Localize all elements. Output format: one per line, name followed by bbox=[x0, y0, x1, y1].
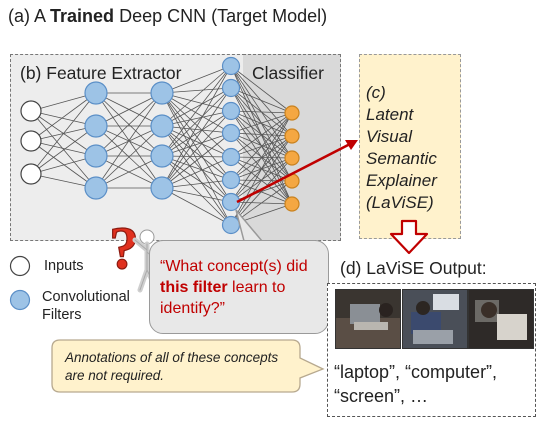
connection-line bbox=[230, 132, 293, 137]
svg-text:?: ? bbox=[109, 215, 139, 281]
connection-line bbox=[30, 125, 97, 175]
connection-line bbox=[230, 112, 293, 203]
connection-line bbox=[161, 132, 232, 189]
connection-line bbox=[161, 156, 232, 189]
conv-node bbox=[221, 56, 241, 76]
connection-line bbox=[161, 132, 232, 157]
output-label: (d) LaViSE Output: bbox=[340, 258, 487, 278]
conv-node bbox=[221, 215, 241, 235]
conv-node bbox=[221, 123, 241, 143]
connection-line bbox=[161, 155, 232, 181]
connection-line bbox=[161, 125, 232, 203]
question-bubble bbox=[149, 240, 329, 334]
connection-line bbox=[230, 112, 293, 158]
thinking-figure-icon: ? bbox=[108, 214, 161, 293]
connection-line bbox=[161, 92, 232, 134]
connection-line bbox=[161, 92, 232, 226]
feature-extractor-label: (b) Feature Extractor bbox=[20, 63, 182, 83]
class-node bbox=[284, 128, 300, 144]
output-image-2 bbox=[402, 289, 468, 349]
connection-line bbox=[95, 155, 163, 189]
legend-conv-circle bbox=[9, 289, 31, 311]
conv-node bbox=[150, 81, 174, 105]
legend-input-circle bbox=[9, 255, 31, 277]
connection-line bbox=[161, 125, 232, 226]
connection-line bbox=[30, 140, 97, 189]
connection-line bbox=[30, 92, 97, 142]
input-node bbox=[20, 130, 42, 152]
connection-line bbox=[161, 110, 232, 189]
connection-line bbox=[161, 87, 232, 189]
conv-node bbox=[84, 114, 108, 138]
class-node bbox=[284, 150, 300, 166]
legend-inputs-label: Inputs bbox=[44, 258, 84, 274]
connection-line bbox=[230, 112, 293, 134]
output-image-3 bbox=[468, 289, 534, 349]
note-callout bbox=[51, 339, 325, 393]
connection-line bbox=[161, 87, 232, 157]
input-node bbox=[20, 163, 42, 185]
connection-line bbox=[230, 87, 293, 114]
connection-line bbox=[161, 65, 232, 157]
lavise-explainer-label: (c) Latent Visual Semantic Explainer (La… bbox=[366, 83, 437, 212]
connection-line bbox=[161, 92, 232, 203]
conv-node bbox=[84, 176, 108, 200]
down-arrow bbox=[389, 219, 429, 255]
legend-conv-label: Convolutional Filters bbox=[42, 289, 130, 323]
connection-line bbox=[95, 92, 163, 157]
connection-line bbox=[230, 157, 293, 226]
connection-line bbox=[161, 92, 232, 112]
conv-node bbox=[150, 114, 174, 138]
connection-line bbox=[161, 65, 232, 189]
connection-line bbox=[161, 125, 232, 181]
connection-line bbox=[230, 110, 293, 114]
feature-extractor-region bbox=[10, 54, 245, 241]
connection-line bbox=[95, 125, 163, 189]
classifier-label: Classifier bbox=[252, 63, 324, 83]
connection-line bbox=[230, 65, 293, 114]
output-image-1 bbox=[335, 289, 401, 349]
connection-line bbox=[161, 92, 232, 181]
filter-to-lavise-arrow bbox=[236, 140, 358, 204]
conv-node bbox=[221, 101, 241, 121]
conv-node bbox=[221, 78, 241, 98]
diagram-title: (a) A Trained Deep CNN (Target Model) bbox=[8, 6, 328, 26]
connection-line bbox=[161, 125, 232, 158]
connection-line bbox=[161, 187, 232, 203]
class-node bbox=[284, 196, 300, 212]
lavise-explainer-box bbox=[359, 54, 461, 239]
connection-line bbox=[230, 132, 293, 159]
conv-node bbox=[150, 176, 174, 200]
class-node bbox=[284, 105, 300, 121]
output-words: “laptop”, “computer”, “screen”, … bbox=[334, 362, 498, 406]
connection-line bbox=[230, 112, 293, 181]
connection-line bbox=[30, 92, 97, 175]
network-nodes bbox=[20, 56, 300, 235]
connection-line bbox=[230, 135, 293, 226]
connection-line bbox=[161, 65, 232, 127]
connection-line bbox=[161, 110, 232, 157]
question-bubble-tail bbox=[235, 209, 264, 242]
connection-line bbox=[95, 92, 163, 189]
connection-line bbox=[161, 65, 232, 94]
note-text: Annotations of all of these concepts are… bbox=[65, 350, 279, 383]
conv-node bbox=[84, 144, 108, 168]
conv-node bbox=[221, 192, 241, 212]
connection-line bbox=[161, 110, 232, 127]
connection-line bbox=[161, 92, 232, 158]
conv-node bbox=[84, 81, 108, 105]
input-node bbox=[20, 100, 42, 122]
connection-line bbox=[95, 92, 163, 127]
connection-line bbox=[161, 87, 232, 127]
connection-line bbox=[161, 187, 232, 226]
connection-line bbox=[30, 110, 97, 189]
question-text: “What concept(s) did this filter learn t… bbox=[160, 258, 308, 317]
conv-node bbox=[150, 144, 174, 168]
conv-node bbox=[221, 170, 241, 190]
connection-line bbox=[230, 112, 293, 226]
conv-node bbox=[221, 147, 241, 167]
connection-line bbox=[161, 155, 232, 203]
